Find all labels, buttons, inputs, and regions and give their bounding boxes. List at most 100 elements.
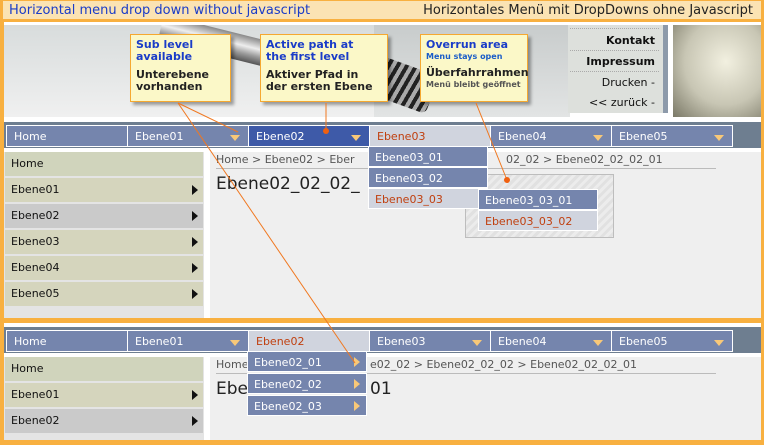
nav-ebene05[interactable]: Ebene05 [611,330,733,352]
sidebar-item-home[interactable]: Home [5,357,203,381]
breadcrumb-tail: e02_02 > Ebene02_02_02 > Ebene02_02_02_0… [370,358,638,371]
dropdown-item-ebene02-03[interactable]: Ebene02_03 [247,395,367,416]
topnav-impressum[interactable]: Impressum [586,55,655,68]
nav-ebene03[interactable]: Ebene03 [369,330,491,352]
subdropdown-item-ebene03-03-01[interactable]: Ebene03_03_01 [478,189,598,210]
breadcrumb-divider [216,373,716,374]
sidebar-label: Ebene01 [11,388,60,401]
dropdown-label: Ebene02_01 [254,356,322,369]
nav-label: Home [14,130,47,143]
dropdown-item-ebene02-02[interactable]: Ebene02_02 [247,373,367,394]
frame-right-border [761,22,764,445]
divider [570,50,659,51]
subdropdown-item-ebene03-03-02[interactable]: Ebene03_03_02 [478,210,598,231]
section-separator [0,318,764,323]
callout-title-line2: the first level [266,50,350,63]
sidebar-label: Ebene02 [11,209,60,222]
callout-active-path: Active path at the first level Aktiver P… [260,34,388,102]
submenu-arrow-icon [354,379,360,389]
sidebar-label: Ebene02 [11,414,60,427]
sidebar-label: Ebene05 [11,287,60,300]
callout-german-line2: der ersten Ebene [266,80,373,93]
dropdown-item-ebene03-01[interactable]: Ebene03_01 [368,146,488,167]
divider [570,28,659,29]
sidebar-item-ebene04[interactable]: Ebene04 [5,256,203,280]
divider [570,71,659,72]
nav-ebene05[interactable]: Ebene05 [611,125,733,147]
dropdown-label: Ebene03_01 [375,151,443,164]
dropdown-label: Ebene03_03 [375,193,443,206]
dropdown-arrow-icon [472,340,482,346]
nav-ebene02-active-path[interactable]: Ebene02 [248,125,370,147]
nav-ebene03-hover[interactable]: Ebene03 [369,125,491,147]
breadcrumb-tail: 02_02 > Ebene02_02_02_01 [506,153,663,166]
arrow-right-icon [192,289,198,299]
nav-ebene01[interactable]: Ebene01 [127,330,249,352]
page-title-tail: 01 [370,379,392,399]
nav-label: Ebene04 [498,335,547,348]
callout-title: Sub level [136,38,194,51]
callout-title: Active path at [266,38,354,51]
dropdown-item-ebene03-03-hover[interactable]: Ebene03_03 [368,188,488,209]
callout-sub-level: Sub level available Unterebene vorhanden [130,34,231,102]
callout-overrun-area: Overrun area Menu stays open Überfahrrah… [420,34,529,102]
callout-german: Überfahrrahmen [426,66,529,79]
nav-label: Ebene05 [619,335,668,348]
sidebar-item-home[interactable]: Home [5,152,203,176]
dropdown-label: Ebene03_02 [375,172,443,185]
arrow-right-icon [192,263,198,273]
nav-label: Ebene01 [135,335,184,348]
dropdown-arrow-icon [714,340,724,346]
nav-label: Ebene01 [135,130,184,143]
arrow-right-icon [192,416,198,426]
breadcrumb: Home > Ebene02 > Eber [216,153,355,166]
sidebar-item-ebene03[interactable]: Ebene03 [5,230,203,254]
dropdown-arrow-icon [714,135,724,141]
dropdown-label: Ebene02_02 [254,378,322,391]
nav-label: Ebene03 [377,335,426,348]
dropdown-label: Ebene02_03 [254,400,322,413]
arrow-right-icon [192,211,198,221]
sidebar-label: Ebene04 [11,261,60,274]
dropdown-item-ebene02-01[interactable]: Ebene02_01 [247,351,367,372]
nav-ebene04[interactable]: Ebene04 [490,125,612,147]
submenu-arrow-icon [354,401,360,411]
topnav-kontakt[interactable]: Kontakt [606,34,655,47]
callout-title-line2: available [136,50,193,63]
title-german: Horizontales Menü mit DropDowns ohne Jav… [423,3,753,18]
nav-ebene02-hover[interactable]: Ebene02 [248,330,370,352]
dropdown-arrow-icon [593,135,603,141]
nav-ebene01[interactable]: Ebene01 [127,125,249,147]
page-title: Ebene02_02_02_ [216,174,360,194]
nav-label: Ebene02 [256,335,305,348]
callout-german: Aktiver Pfad in [266,68,359,81]
sidebar-label: Home [11,157,44,170]
nav-label: Ebene02 [256,130,305,143]
frame-left-border [0,22,4,445]
main-nav-bar: Home Ebene01 Ebene02 Ebene03 Ebene04 Ebe… [4,122,761,148]
callout-german-line2: vorhanden [136,80,203,93]
dropdown-label: Ebene03_03_01 [485,194,573,207]
dropdown-item-ebene03-02[interactable]: Ebene03_02 [368,167,488,188]
sidebar-item-ebene02[interactable]: Ebene02 [5,409,203,433]
sidebar-item-ebene02[interactable]: Ebene02 [5,204,203,228]
dropdown-arrow-icon [230,135,240,141]
nav-label: Ebene03 [377,130,426,143]
nav-home[interactable]: Home [6,330,128,352]
sidebar-item-ebene05[interactable]: Ebene05 [5,282,203,306]
nav-label: Ebene05 [619,130,668,143]
nav-ebene04[interactable]: Ebene04 [490,330,612,352]
nav-home[interactable]: Home [6,125,128,147]
topnav-drucken[interactable]: Drucken - [601,76,655,89]
arrow-right-icon [192,390,198,400]
sidebar-item-ebene01[interactable]: Ebene01 [5,383,203,407]
topnav-zurueck[interactable]: << zurück - [588,96,655,109]
arrow-right-icon [192,237,198,247]
sidebar-2: Home Ebene01 Ebene02 [4,357,204,440]
sidebar-item-ebene01[interactable]: Ebene01 [5,178,203,202]
title-bar: Horizontal menu drop down without javasc… [0,0,764,22]
sidebar-label: Home [11,362,44,375]
arrow-right-icon [192,185,198,195]
nav-label: Ebene04 [498,130,547,143]
sidebar-label: Ebene01 [11,183,60,196]
